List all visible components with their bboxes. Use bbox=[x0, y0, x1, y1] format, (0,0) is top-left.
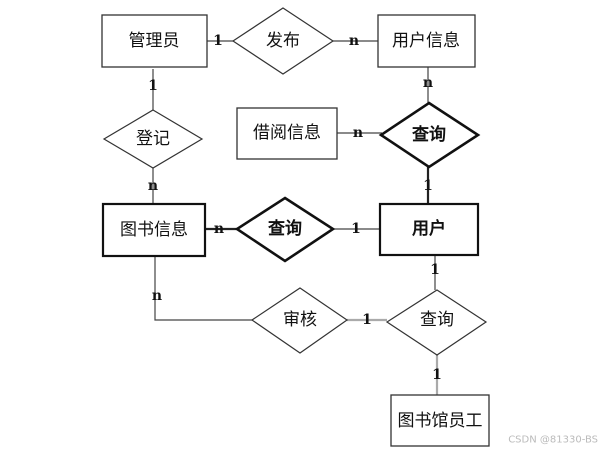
cardinality-book-review: n bbox=[152, 288, 162, 304]
cardinality-borrow-query: n bbox=[353, 125, 363, 141]
relationship-publish[interactable]: 发布 bbox=[231, 7, 335, 75]
cardinality-userinfo-query: n bbox=[423, 75, 433, 91]
cardinality-admin-publish: 1 bbox=[213, 33, 223, 49]
watermark: CSDN @81330-BS bbox=[508, 435, 598, 446]
edge-book-review bbox=[154, 257, 252, 321]
cardinality-admin-register: 1 bbox=[148, 78, 158, 94]
relationship-review-label: 审核 bbox=[283, 310, 317, 330]
entity-borrow-info[interactable]: 借阅信息 bbox=[236, 107, 338, 160]
cardinality-publish-userinfo: n bbox=[349, 33, 359, 49]
relationship-query-mid[interactable]: 查询 bbox=[234, 196, 336, 263]
relationship-query-top-label: 查询 bbox=[411, 124, 446, 145]
entity-user-label: 用户 bbox=[412, 218, 446, 239]
entity-user[interactable]: 用户 bbox=[378, 202, 480, 257]
relationship-register[interactable]: 登记 bbox=[102, 109, 204, 169]
relationship-query-mid-label: 查询 bbox=[267, 218, 302, 239]
cardinality-query-user: 1 bbox=[423, 178, 433, 194]
entity-book-info[interactable]: 图书信息 bbox=[101, 202, 207, 258]
entity-librarian[interactable]: 图书馆员工 bbox=[390, 394, 490, 447]
relationship-review[interactable]: 审核 bbox=[250, 287, 349, 354]
entity-librarian-label: 图书馆员工 bbox=[398, 411, 483, 431]
relationship-query-bottom-label: 查询 bbox=[420, 310, 454, 330]
entity-user-info-label: 用户信息 bbox=[392, 31, 460, 51]
entity-admin-label: 管理员 bbox=[129, 31, 180, 51]
entity-book-info-label: 图书信息 bbox=[120, 220, 188, 240]
entity-admin[interactable]: 管理员 bbox=[101, 14, 208, 68]
relationship-query-bottom[interactable]: 查询 bbox=[385, 289, 488, 356]
cardinality-review-query: 1 bbox=[362, 312, 372, 328]
entity-user-info[interactable]: 用户信息 bbox=[377, 14, 476, 68]
relationship-query-top[interactable]: 查询 bbox=[378, 101, 481, 169]
entity-borrow-info-label: 借阅信息 bbox=[253, 123, 321, 143]
cardinality-user-query-bottom: 1 bbox=[430, 262, 440, 278]
relationship-register-label: 登记 bbox=[136, 129, 170, 149]
cardinality-book-query: n bbox=[214, 221, 224, 237]
cardinality-register-book: n bbox=[148, 178, 158, 194]
relationship-publish-label: 发布 bbox=[266, 31, 300, 51]
cardinality-query-librarian: 1 bbox=[432, 367, 442, 383]
cardinality-query-user-mid: 1 bbox=[351, 221, 361, 237]
